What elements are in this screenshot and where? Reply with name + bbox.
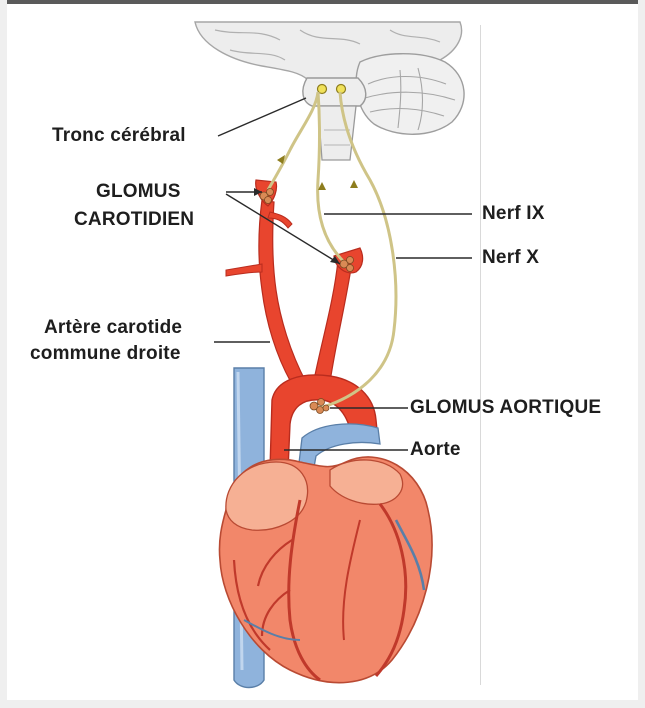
label-carotid-glomus-line2: CAROTIDIEN: [74, 209, 195, 230]
label-carotid-artery-line1: Artère carotide: [44, 317, 183, 338]
carotid-arteries: [225, 179, 364, 385]
aortic-glomus-cluster: [309, 398, 330, 414]
pulmonary-artery: [295, 423, 381, 491]
leader-carotid-glomus-b: [225, 193, 341, 265]
window-right-border: [638, 0, 645, 708]
carotid-glomus-cluster-left: [339, 256, 354, 272]
window-bottom-border: [0, 700, 645, 708]
nerve-ix: [266, 91, 346, 264]
heart-illustration: [218, 456, 433, 684]
aortic-arch: [269, 374, 379, 471]
leader-arrowheads: [254, 188, 340, 264]
carotid-glomus-cluster-right: [259, 188, 274, 204]
label-carotid-glomus-line1: GLOMUS: [96, 181, 181, 202]
nerve-arrows: [277, 155, 358, 190]
nerve-x: [319, 91, 398, 410]
label-nerve-ix: Nerf IX: [482, 203, 545, 224]
label-carotid-artery-line2: commune droite: [30, 343, 181, 364]
leader-lines: [214, 97, 472, 451]
brainstem-illustration: [302, 77, 367, 161]
cerebellum-illustration: [355, 53, 465, 135]
slide-divider-line: [480, 25, 481, 685]
window-top-border: [0, 0, 645, 4]
label-aortic-glomus: GLOMUS AORTIQUE: [410, 397, 602, 418]
label-nerve-x: Nerf X: [482, 247, 540, 268]
label-brainstem: Tronc cérébral: [52, 125, 186, 146]
window-left-border: [0, 0, 7, 708]
label-aorta: Aorte: [410, 439, 461, 460]
leader-brainstem: [217, 97, 307, 137]
